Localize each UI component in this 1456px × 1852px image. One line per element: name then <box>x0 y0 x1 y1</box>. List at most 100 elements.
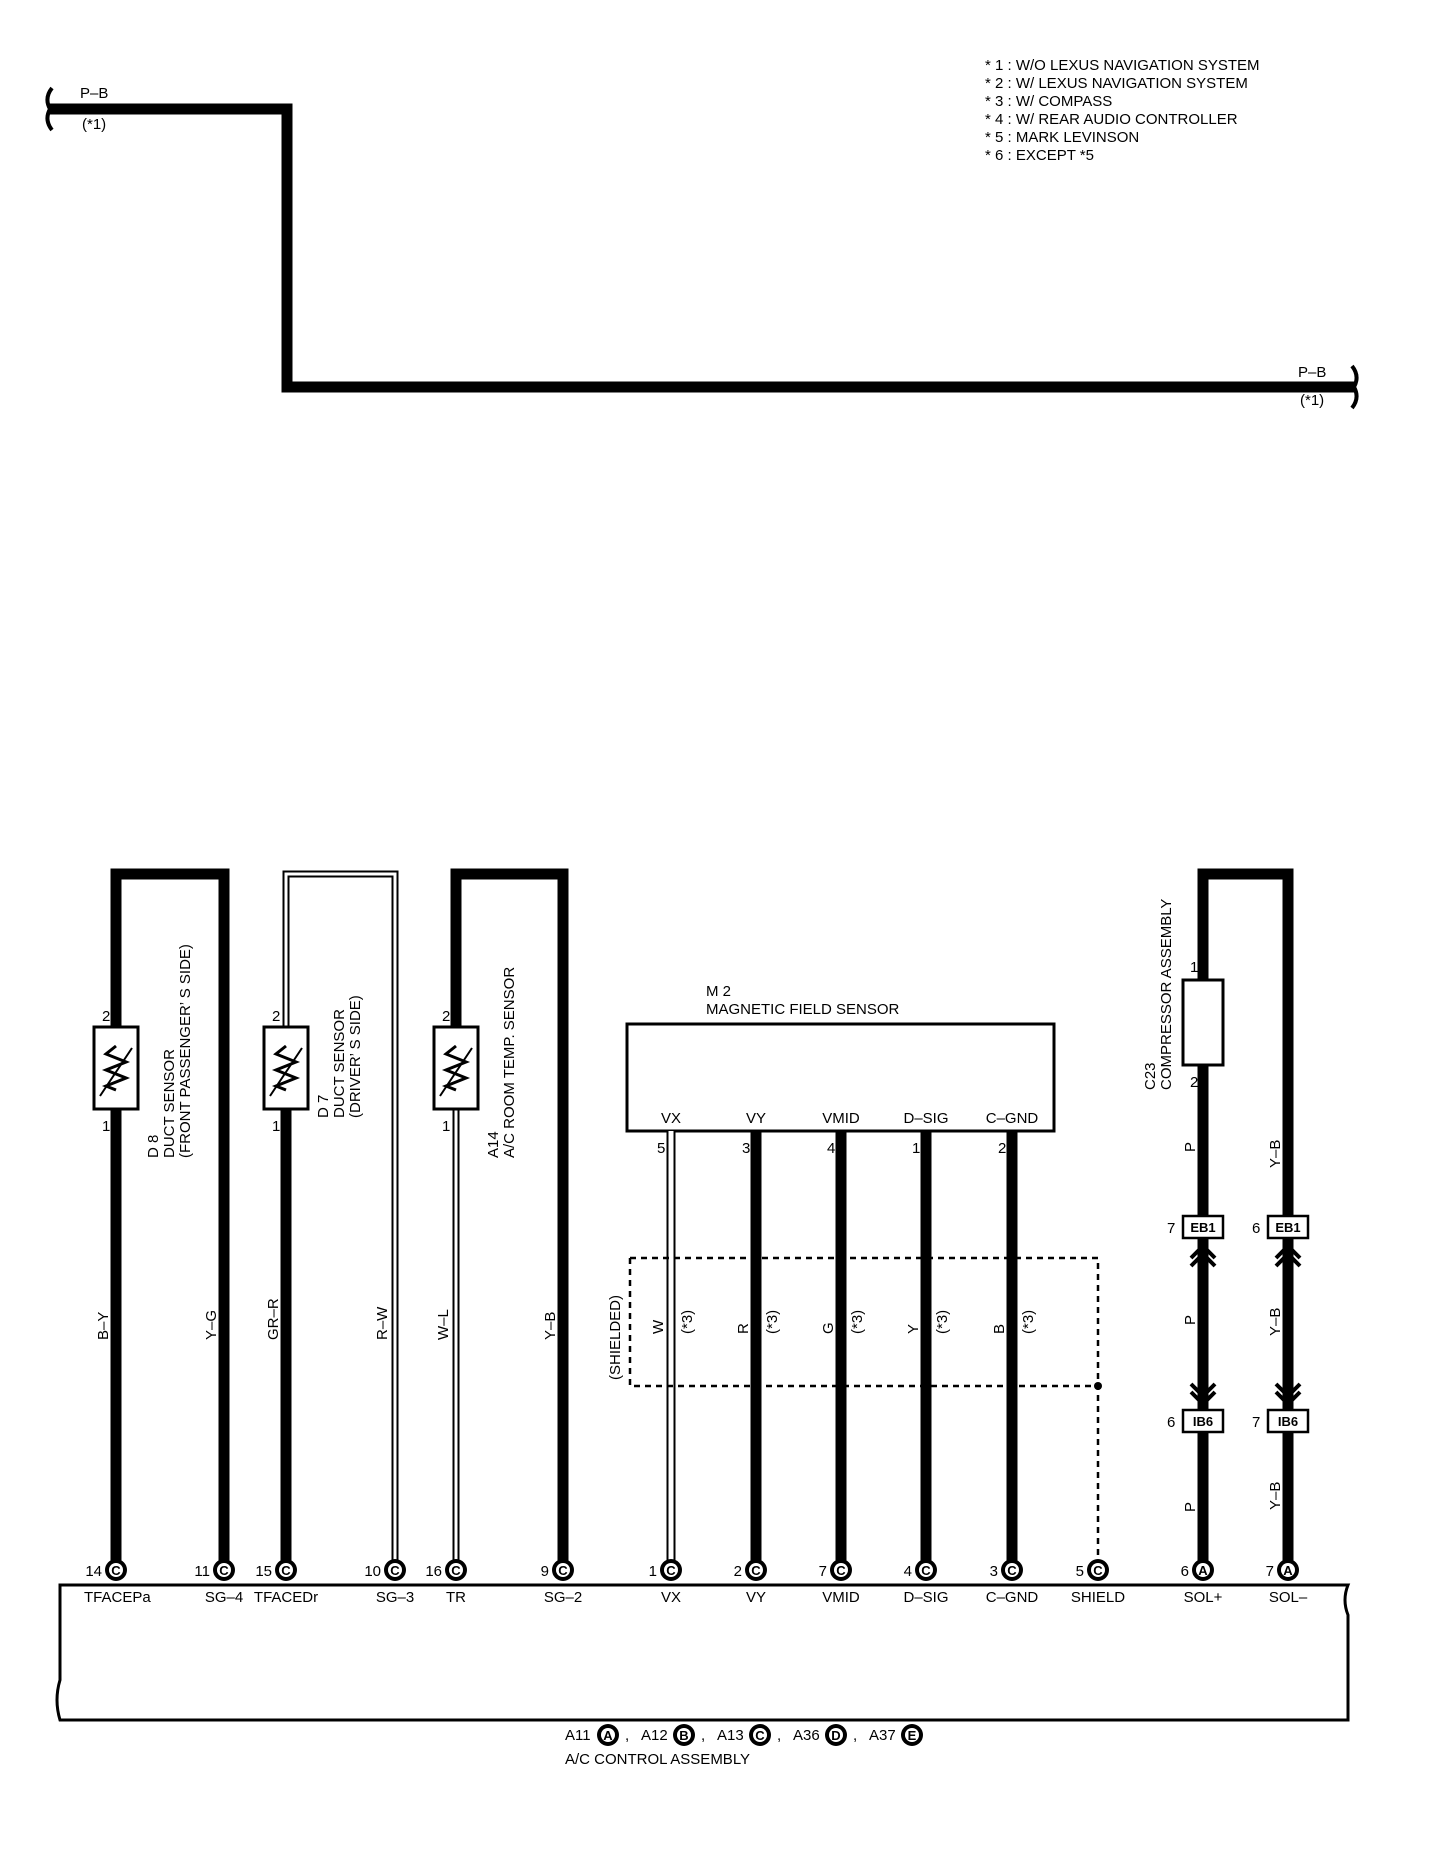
ecu-pin-connector-letter: C <box>451 1563 461 1578</box>
eb1-pin-right: 6 <box>1252 1220 1260 1237</box>
m2-magnetic-field-sensor-circuit: M 2 MAGNETIC FIELD SENSOR VX VY VMID D–S… <box>607 983 1102 1562</box>
ecu-pin-connector-letter: C <box>558 1563 568 1578</box>
d8-sensor-body <box>92 1025 140 1111</box>
top-wire-color-right: P–B <box>1298 364 1326 381</box>
m2-pin-vy: 3 <box>742 1140 750 1157</box>
c23-pin-bottom: 2 <box>1190 1074 1198 1091</box>
a14-room-temp-sensor-circuit: 2 1 A14 A/C ROOM TEMP. SENSOR W–L Y–B <box>432 868 569 1562</box>
ecu-pin-connector-letter: C <box>111 1563 121 1578</box>
ecu-pin-connector-letter: A <box>1198 1563 1208 1578</box>
ecu-pin-connector-inner <box>1281 1563 1295 1577</box>
ib6-label-left: IB6 <box>1193 1414 1213 1429</box>
notes-legend: * 1 : W/O LEXUS NAVIGATION SYSTEM * 2 : … <box>985 57 1260 164</box>
ecu-pin-connector-inner <box>834 1563 848 1577</box>
ib6-pin-right: 7 <box>1252 1414 1260 1431</box>
ecu-pin-connector-letter: C <box>281 1563 291 1578</box>
d8-code: D 8 <box>145 1135 162 1158</box>
wire-color-w-l: W–L <box>435 1309 452 1340</box>
ecu-pin-connector-inner <box>1005 1563 1019 1577</box>
footer-sep: , <box>701 1727 705 1744</box>
wire-color-y-b-2: Y–B <box>1267 1308 1284 1336</box>
ecu-pin-connector-inner <box>556 1563 570 1577</box>
d7-sub: (DRIVER’ S SIDE) <box>347 995 364 1118</box>
d7-sensor-body <box>262 1025 310 1111</box>
footer-letter-e: E <box>908 1728 917 1743</box>
m2-terminal-vy: VY <box>746 1110 766 1127</box>
ecu-pin-number: 7 <box>1266 1563 1274 1580</box>
chevron-down-icon <box>1189 1382 1217 1399</box>
chevron-down-icon <box>1274 1382 1302 1399</box>
ecu-pin-number: 16 <box>425 1563 442 1580</box>
thermistor-arrow-icon <box>99 1047 133 1097</box>
ib6-connector-left <box>1181 1408 1225 1434</box>
a14-code: A14 <box>485 1131 502 1158</box>
wire-color-p-top: P <box>1182 1142 1199 1152</box>
thermistor-arrow-icon <box>439 1047 473 1097</box>
chevron-down-icon <box>1274 1390 1302 1407</box>
ecu-pin-connector-letter: C <box>921 1563 931 1578</box>
shield-label: (SHIELDED) <box>607 1295 624 1380</box>
wire-note-r: (*3) <box>764 1310 781 1334</box>
d8-pin-bottom: 1 <box>102 1118 110 1135</box>
wire-color-y-g: Y–G <box>203 1310 220 1340</box>
footer-letter-d: D <box>831 1728 840 1743</box>
ecu-pin-row: C14TFACEPaC11SG–4C15TFACEDrC10SG–3C16TRC… <box>84 1559 1308 1606</box>
footer-code-a36: A36 <box>793 1727 820 1744</box>
ecu-pin-connector-letter: C <box>666 1563 676 1578</box>
top-wire-note-left: (*1) <box>82 116 106 133</box>
footer-connector-legend: A11 A , A12 B , A13 C , A36 D , A37 E A/… <box>565 1724 923 1768</box>
wire-color-g: G <box>820 1322 837 1334</box>
ecu-pin-number: 11 <box>194 1563 210 1580</box>
ecu-terminal-label: D–SIG <box>903 1589 948 1606</box>
ecu-pin-connector-inner <box>749 1563 763 1577</box>
d8-name: DUCT SENSOR <box>161 1049 178 1158</box>
m2-pin-vmid: 4 <box>827 1140 835 1157</box>
c23-compressor-circuit: 1 2 C23 COMPRESSOR ASSEMBLY P P P Y–B Y–… <box>1142 868 1310 1562</box>
m2-pin-c-gnd: 2 <box>998 1140 1006 1157</box>
chevron-up-icon <box>1189 1251 1217 1268</box>
d7-pin-bottom: 1 <box>272 1118 280 1135</box>
ecu-terminal-label: C–GND <box>986 1589 1039 1606</box>
footer-code-a13: A13 <box>717 1727 744 1744</box>
top-wire-note-right: (*1) <box>1300 392 1324 409</box>
ecu-terminal-label: SG–3 <box>376 1589 414 1606</box>
eb1-connector-left <box>1181 1214 1225 1240</box>
ecu-pin-connector-inner <box>217 1563 231 1577</box>
ecu-terminal-label: SOL+ <box>1184 1589 1223 1606</box>
wire-note-w: (*3) <box>679 1310 696 1334</box>
chevron-up-icon <box>1274 1251 1302 1268</box>
top-wire-pb: P–B (*1) P–B (*1) <box>45 85 1359 410</box>
note-1: * 1 : W/O LEXUS NAVIGATION SYSTEM <box>985 57 1260 74</box>
ecu-terminal-label: TFACEPa <box>84 1589 151 1606</box>
ib6-connector-right <box>1266 1408 1310 1434</box>
ecu-pin-connector-letter: C <box>751 1563 761 1578</box>
ecu-pin-connector-inner <box>1196 1563 1210 1577</box>
wire-color-b: B <box>991 1324 1008 1334</box>
thermistor-arrow-icon <box>269 1047 303 1097</box>
footer-code-a37: A37 <box>869 1727 896 1744</box>
m2-terminal-vmid: VMID <box>822 1110 860 1127</box>
ecu-pin-connector-letter: C <box>390 1563 400 1578</box>
c23-name: COMPRESSOR ASSEMBLY <box>1158 899 1175 1090</box>
wire-color-p-1: P <box>1182 1502 1199 1512</box>
eb1-connector-right <box>1266 1214 1310 1240</box>
d8-duct-sensor-circuit: 2 1 D 8 DUCT SENSOR (FRONT PASSENGER’ S … <box>92 868 230 1562</box>
a14-sensor-body <box>432 1025 480 1111</box>
ecu-pin-number: 7 <box>819 1563 827 1580</box>
wire-color-y-b-3: Y–B <box>1267 1482 1284 1510</box>
m2-code: M 2 <box>706 983 731 1000</box>
m2-terminal-c-gnd: C–GND <box>986 1110 1039 1127</box>
eb1-label-left: EB1 <box>1190 1220 1215 1235</box>
ecu-terminal-label: VX <box>661 1589 681 1606</box>
wire-color-r-w: R–W <box>374 1306 391 1340</box>
ecu-pin-number: 2 <box>734 1563 742 1580</box>
wire-color-r: R <box>735 1323 752 1334</box>
ecu-pin-number: 6 <box>1181 1563 1189 1580</box>
ecu-pin-number: 14 <box>85 1563 102 1580</box>
footer-sep: , <box>625 1727 629 1744</box>
ecu-pin-connector-letter: C <box>1007 1563 1017 1578</box>
top-wire-color-left: P–B <box>80 85 108 102</box>
footer-letter-a: A <box>603 1728 613 1743</box>
wire-note-g: (*3) <box>849 1310 866 1334</box>
